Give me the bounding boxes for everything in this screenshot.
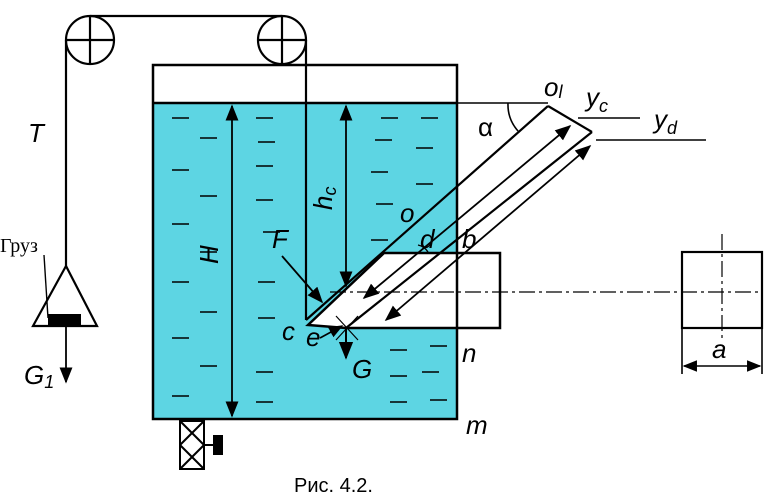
e-arrow [319, 325, 344, 339]
label-e: e [306, 322, 320, 352]
label-a: a [712, 334, 726, 364]
label-o1: ol [544, 72, 563, 102]
alpha-arc [507, 102, 519, 132]
label-h: H [194, 245, 224, 264]
pulley-system [64, 14, 308, 320]
label-gruz: Груз [0, 235, 38, 257]
gate-side-view [680, 234, 764, 374]
figure-caption: Рис. 4.2. [294, 475, 373, 497]
label-yc: yc [584, 82, 608, 116]
yd-dimension [384, 144, 592, 322]
drain-valve [179, 420, 223, 470]
label-g: G [352, 354, 372, 384]
label-d: d [420, 224, 436, 254]
force-f-arrow [281, 255, 324, 304]
label-alpha: α [478, 112, 493, 142]
label-n: n [462, 338, 476, 368]
label-c: c [282, 316, 295, 346]
counterweight [31, 254, 99, 384]
label-t: T [28, 118, 46, 148]
label-b: b [462, 224, 476, 254]
label-g1: G1 [24, 360, 54, 392]
label-o: o [400, 198, 414, 228]
d-angle-arc [417, 244, 429, 253]
label-hc: hc [308, 187, 340, 210]
centre-point [335, 315, 359, 341]
label-m: m [466, 410, 488, 440]
label-yd: yd [652, 104, 678, 138]
label-f: F [272, 224, 290, 254]
